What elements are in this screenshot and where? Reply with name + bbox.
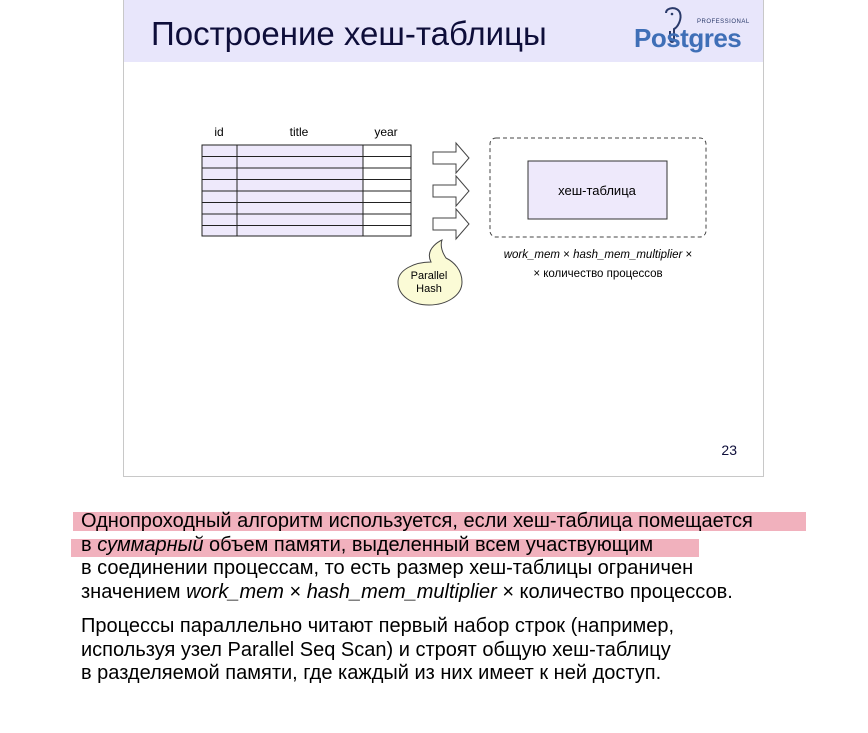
logo-professional-text: PROFESSIONAL xyxy=(697,19,750,25)
formula-work-mem: work_mem xyxy=(504,249,561,261)
notes-line: в соединении процессам, то есть размер х… xyxy=(81,557,694,579)
elephant-icon xyxy=(665,7,682,43)
notes-line: в суммарный объем памяти, выделенный все… xyxy=(71,533,811,558)
notes-paragraph-1: Однопроходный алгоритм используется, есл… xyxy=(71,510,811,605)
speaker-notes: Однопроходный алгоритм используется, есл… xyxy=(71,510,811,686)
formula-hash-mem-multiplier: hash_mem_multiplier xyxy=(573,249,683,261)
hash-table-label: хеш-таблица xyxy=(558,183,637,198)
notes-emphasis: суммарный xyxy=(97,533,204,556)
arrow-icon xyxy=(432,174,470,208)
postgres-professional-logo: PROFESSIONAL Postgres xyxy=(632,5,749,57)
formula-op2: × xyxy=(682,249,692,261)
notes-text: × количество процессов. xyxy=(496,580,733,603)
notes-text: объем памяти, выделенный всем участвующи… xyxy=(203,533,654,556)
shared-memory-region xyxy=(489,137,707,238)
column-header-year: year xyxy=(374,125,397,139)
notes-text: значением xyxy=(81,580,187,603)
notes-paragraph-2: Процессы параллельно читают первый набор… xyxy=(81,615,811,686)
notes-line: Однопроходный алгоритм используется, есл… xyxy=(73,510,811,534)
slide: Построение хеш-таблицы PROFESSIONAL Post… xyxy=(123,0,764,477)
memory-formula-line2: × количество процессов xyxy=(533,268,662,280)
formula-op1: × xyxy=(560,249,573,261)
callout-text-line2: Hash xyxy=(416,283,442,295)
slide-title: Построение хеш-таблицы xyxy=(151,15,547,52)
column-header-title: title xyxy=(290,125,309,139)
notes-line: в разделяемой памяти, где каждый из них … xyxy=(81,662,662,684)
column-header-id: id xyxy=(214,125,223,139)
slide-header: Построение хеш-таблицы PROFESSIONAL Post… xyxy=(124,0,763,62)
notes-text: × xyxy=(283,580,307,603)
notes-emphasis: hash_mem_multiplier xyxy=(306,580,497,603)
notes-text: в xyxy=(81,533,98,556)
parallel-hash-callout: Parallel Hash xyxy=(397,239,463,306)
hash-table-box xyxy=(527,160,668,220)
callout-text-line1: Parallel xyxy=(411,270,448,282)
notes-line: Процессы параллельно читают первый набор… xyxy=(81,615,675,637)
arrow-icon xyxy=(432,207,470,241)
hash-table-diagram: id title year Parallel xyxy=(201,125,707,306)
notes-emphasis: work_mem xyxy=(186,580,284,603)
arrow-icon xyxy=(432,141,470,175)
page-number: 23 xyxy=(721,442,737,458)
logo-postgres-text: Postgres xyxy=(634,23,742,53)
source-table xyxy=(201,144,412,237)
notes-line: используя узел Parallel Seq Scan) и стро… xyxy=(81,638,671,661)
notes-line: значением work_mem × hash_mem_multiplier… xyxy=(81,581,811,605)
memory-formula-line1: work_mem × hash_mem_multiplier × xyxy=(504,249,693,261)
